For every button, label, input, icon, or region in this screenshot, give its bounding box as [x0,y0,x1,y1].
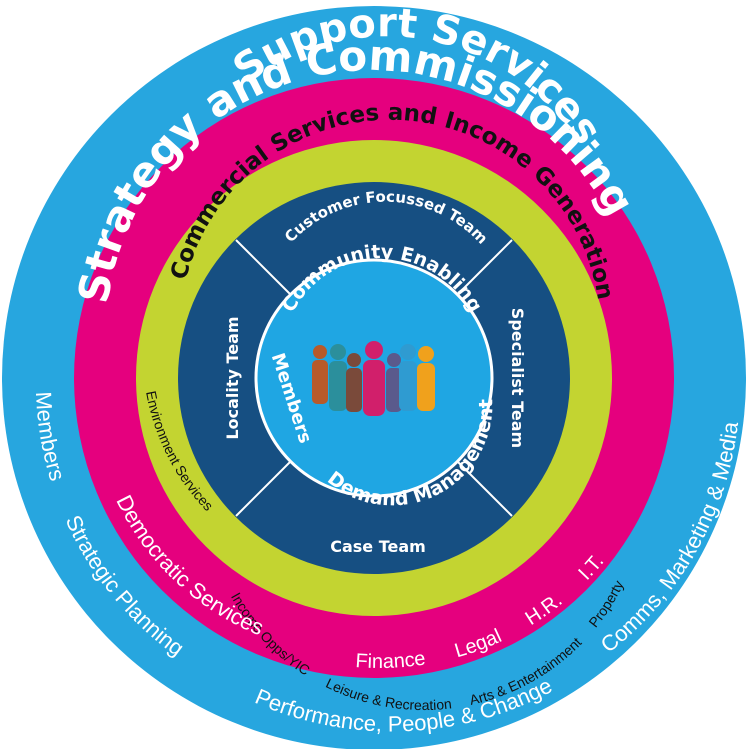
team-dividers [235,239,513,517]
team-label-bottom: Case Team [330,537,426,556]
team-label-right: Specialist Team [508,308,527,448]
team-label-left: Locality Team [223,316,242,439]
support-item-finance: Finance [355,647,427,673]
people-group-icon [312,341,435,416]
